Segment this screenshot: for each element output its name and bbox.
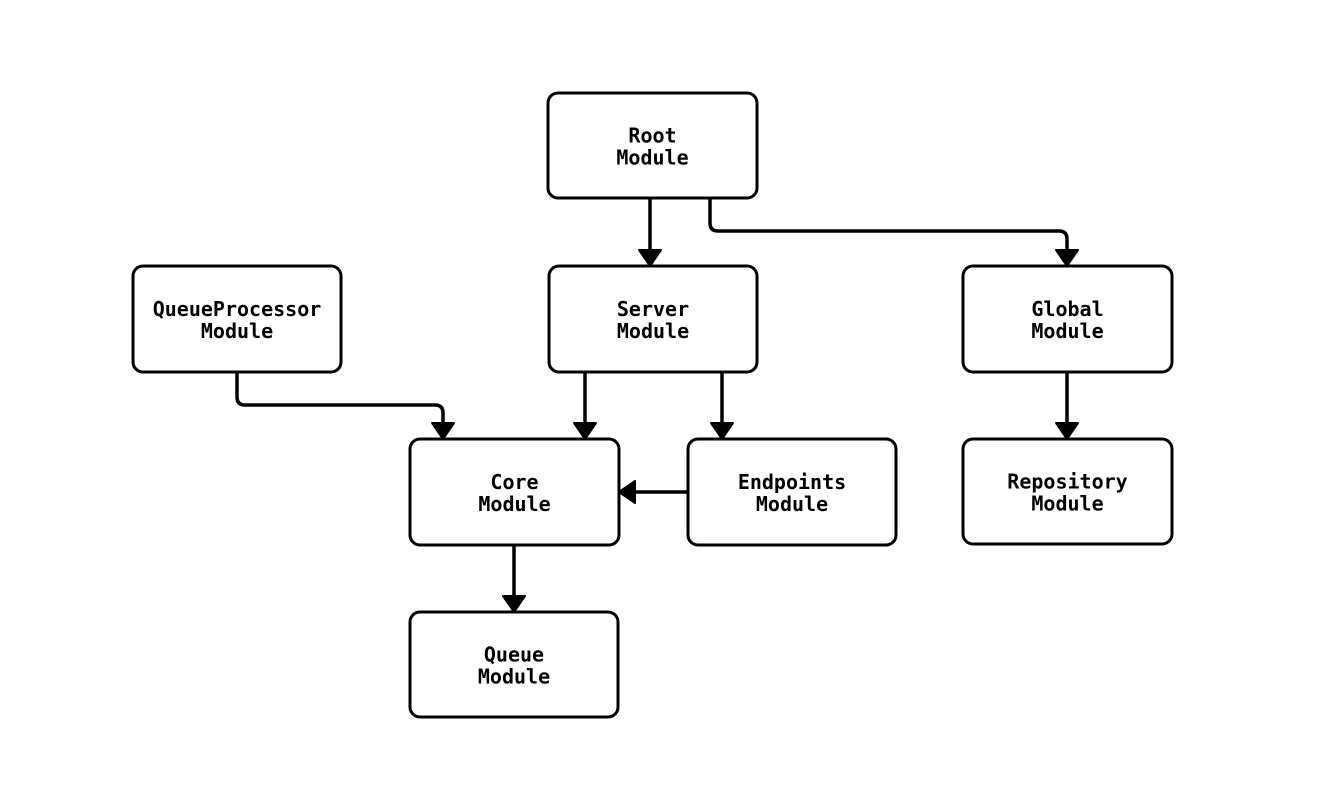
node-box <box>961 437 1174 546</box>
node-box <box>686 437 898 547</box>
node-box <box>131 264 343 374</box>
node-box <box>408 437 621 547</box>
node-box <box>408 610 620 719</box>
node-box <box>961 264 1174 374</box>
node-box <box>547 264 759 374</box>
edge-layer <box>235 198 1079 613</box>
node-box <box>546 91 759 200</box>
edge-root-to-global <box>708 198 1079 267</box>
edge-queueprocessor-to-core <box>235 372 455 440</box>
